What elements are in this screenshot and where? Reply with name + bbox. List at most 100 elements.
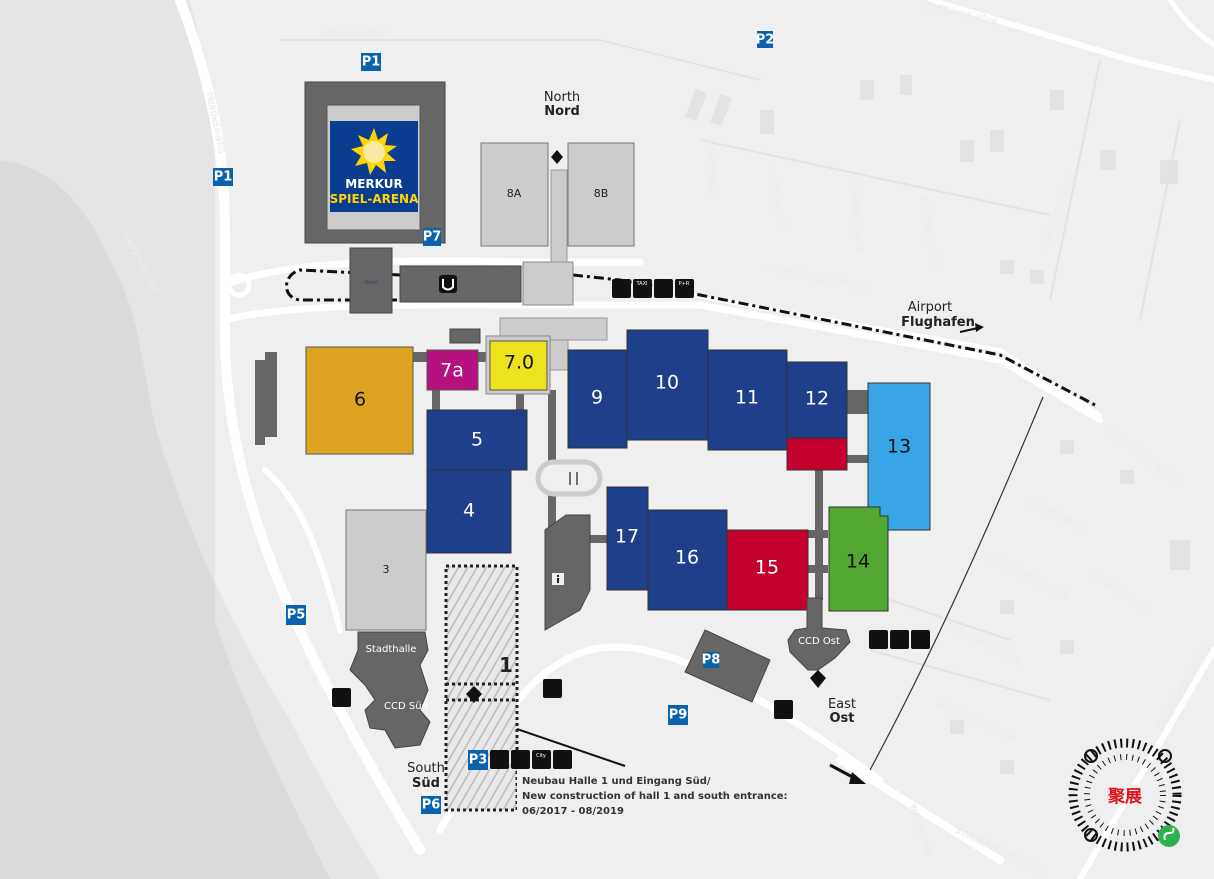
hall-17[interactable] xyxy=(606,486,649,591)
hall-8a-label: 8A xyxy=(507,187,522,200)
hotel-label: Hotel xyxy=(364,280,377,286)
hall-6[interactable] xyxy=(305,346,414,455)
bus-stop-icon xyxy=(774,700,793,719)
hall-5[interactable] xyxy=(426,409,528,471)
hall-4[interactable] xyxy=(426,469,512,554)
hall-15-label: 15 xyxy=(755,557,779,579)
stadthalle-label: Stadthalle xyxy=(366,644,417,655)
arena-name-line1: MERKUR xyxy=(345,177,402,191)
parking-p7[interactable]: P7 xyxy=(423,228,442,246)
river-area xyxy=(0,160,380,879)
subway-icon xyxy=(439,275,457,293)
hall-11-label: 11 xyxy=(735,387,759,409)
parking-p1-top-label: P1 xyxy=(362,55,381,70)
transport-icons-east xyxy=(869,630,930,649)
north-de-label: Nord xyxy=(544,104,580,119)
hall-7a[interactable] xyxy=(426,349,479,391)
restaurant-icon xyxy=(569,472,578,485)
merkur-spiel-arena-logo: MERKUR SPIEL-ARENA xyxy=(330,121,419,212)
bus-icon xyxy=(511,750,530,769)
connector xyxy=(547,339,569,371)
hall-13[interactable] xyxy=(867,382,931,531)
parking-p9-label: P9 xyxy=(669,708,688,723)
bus-stop-icon xyxy=(543,679,562,698)
restaurant-pavilion[interactable] xyxy=(535,459,603,497)
hall-3-label: 3 xyxy=(383,563,390,576)
street-beckbusch: BECKBUSCHSTRASSE xyxy=(1104,424,1181,487)
hall-5-label: 5 xyxy=(471,429,483,451)
parking-p3-label: P3 xyxy=(469,753,488,768)
hall-14[interactable] xyxy=(828,506,889,612)
street-lilien: LILIENSTRASSE xyxy=(1027,497,1089,534)
hall-8b-label: 8B xyxy=(594,187,609,200)
hall-9[interactable] xyxy=(567,349,628,449)
hotel-building[interactable] xyxy=(349,247,393,314)
taxi-icon: TAXI xyxy=(636,281,648,287)
hall-8a[interactable] xyxy=(480,142,549,247)
hall-3[interactable] xyxy=(345,509,427,631)
hall-7-0-label: 7.0 xyxy=(504,352,534,374)
parking-p8[interactable]: P8 xyxy=(702,652,721,668)
parking-garage-building[interactable] xyxy=(684,629,771,703)
hall-14-label: 14 xyxy=(846,551,870,573)
hall-12-annex[interactable] xyxy=(786,437,848,471)
stadthalle-building[interactable] xyxy=(349,631,431,749)
hall-16-label: 16 xyxy=(675,547,699,569)
parking-p3[interactable]: P3 xyxy=(468,750,488,770)
parking-p7-label: P7 xyxy=(423,230,442,245)
residential-buildings xyxy=(685,75,1190,774)
parking-garage-left-2 xyxy=(265,352,277,437)
hall-1-construction[interactable] xyxy=(444,564,519,812)
arena-name-line2: SPIEL-ARENA xyxy=(330,192,419,206)
subway-icon xyxy=(612,279,631,298)
street-novalisstrasse: NOVALISSTRASSE xyxy=(848,177,865,252)
ccd-sued-label: CCD Süd xyxy=(384,701,428,712)
street-moerikestrasse: MÖRIKESTRASSE xyxy=(918,197,940,269)
hall-10-label: 10 xyxy=(655,372,679,394)
hall-7a-label: 7a xyxy=(440,360,464,382)
shuttle-route xyxy=(285,268,1096,407)
airport-arrow-icon xyxy=(959,323,984,333)
hall-4-label: 4 xyxy=(463,500,475,522)
entrance-center-building[interactable] xyxy=(544,514,591,631)
hall-8b[interactable] xyxy=(567,142,635,247)
park-ride-icon xyxy=(911,630,930,649)
construction-note-line1: Neubau Halle 1 und Eingang Süd/ xyxy=(522,776,711,787)
street-holunder: HOLUNDERSTRASSE xyxy=(988,554,1068,601)
street-gladiolen: GLADIOLENSTRASSE xyxy=(934,699,1017,744)
bus-icon xyxy=(654,279,673,298)
subway-station[interactable] xyxy=(399,265,522,303)
parking-p5[interactable]: P5 xyxy=(286,605,306,625)
hall-7-0[interactable] xyxy=(489,340,548,391)
parking-p8-label: P8 xyxy=(702,653,721,668)
parking-p6-label: P6 xyxy=(422,798,441,813)
city-bus-icon: City xyxy=(536,753,546,759)
south-en-label: South xyxy=(407,761,445,776)
street-spielfeldweg: SPIELFELDWEG xyxy=(322,28,387,37)
street-droste: DROSTE-HÜLSHOFF-STR. xyxy=(766,262,871,294)
east-de-label: Ost xyxy=(829,711,854,726)
bus-stop-icon xyxy=(332,688,351,707)
street-begonien: BEGONIENSTRASSE xyxy=(945,621,1023,667)
parking-garage-left xyxy=(255,360,265,445)
parking-p1-left-label: P1 xyxy=(214,170,233,185)
east-entrance-arrow-icon xyxy=(810,670,826,688)
parking-p2[interactable]: P2 xyxy=(756,31,775,48)
parking-p6[interactable]: P6 xyxy=(421,796,441,814)
street-rilkestrasse: RILKESTRASSE xyxy=(766,164,786,227)
park-ride-icon: P+R xyxy=(679,281,690,287)
parking-p1-top[interactable]: P1 xyxy=(361,53,381,71)
hall-15[interactable] xyxy=(726,529,809,611)
direction-arrow-icon xyxy=(829,763,866,784)
parking-p9[interactable]: P9 xyxy=(668,705,688,725)
hall-13-label: 13 xyxy=(887,436,911,458)
street-enzian: ENZIANSTRASSE xyxy=(1089,568,1152,616)
minor-roads xyxy=(280,39,1181,701)
mini-program-qr-code[interactable]: 聚展 xyxy=(1068,738,1182,852)
hall-11[interactable] xyxy=(707,349,788,451)
taxi-icon xyxy=(869,630,888,649)
parking-p2-label: P2 xyxy=(756,33,775,48)
entrance-north-block[interactable] xyxy=(522,261,574,306)
parking-p1-left[interactable]: P1 xyxy=(213,168,233,186)
